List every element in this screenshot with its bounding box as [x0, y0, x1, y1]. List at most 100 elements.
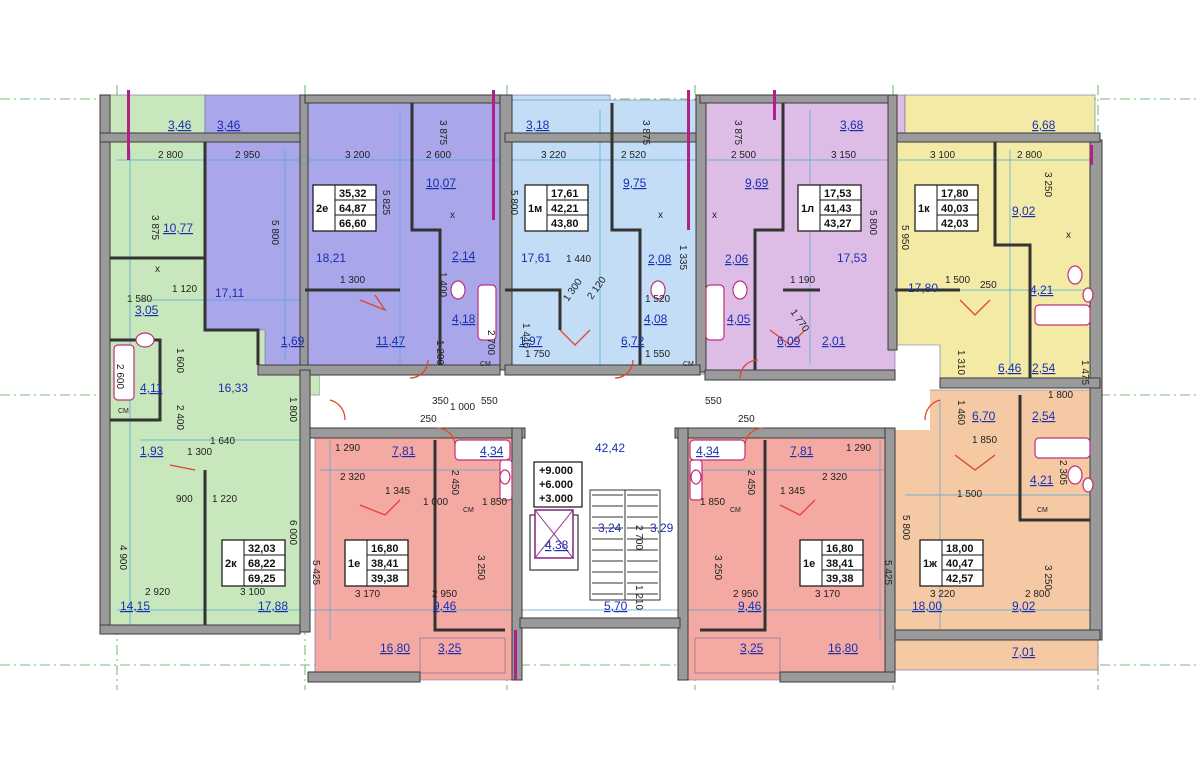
area-label: 4,05 — [727, 312, 751, 326]
dim-text: 900 — [176, 494, 193, 505]
apartment-total-area: 64,87 — [339, 203, 367, 215]
dim-text: 3 100 — [930, 150, 955, 161]
dim-text: 1 000 — [450, 402, 475, 413]
area-label: 4,34 — [696, 444, 720, 458]
dim-text: 5 425 — [310, 560, 321, 585]
apartment-total-area: 68,22 — [248, 558, 276, 570]
marker-x: x — [712, 210, 717, 221]
area-label: 9,69 — [745, 176, 769, 190]
dim-text: 1 000 — [423, 497, 448, 508]
dimension-lines — [117, 110, 1098, 640]
sink-icon — [499, 469, 511, 485]
apartment-type: 2к — [225, 558, 237, 570]
dim-text: 1 850 — [972, 435, 997, 446]
dim-text: 2 950 — [733, 589, 758, 600]
dim-text: 1 440 — [566, 254, 591, 265]
area-label: 2,08 — [648, 252, 672, 266]
dim-text: 2 950 — [432, 589, 457, 600]
dim-text: 2 700 — [633, 525, 644, 550]
apartment-total-area: 38,41 — [826, 558, 854, 570]
dim-text: 3 200 — [345, 150, 370, 161]
dim-text: 3 100 — [240, 587, 265, 598]
dim-text: 1 310 — [955, 350, 966, 375]
marker-cm: CM — [1037, 507, 1048, 514]
sink-icon — [1082, 287, 1094, 303]
apartment-info-boxes: 2е35,3264,8766,601м17,6142,2143,801л17,5… — [221, 184, 984, 587]
balcony-bottom-orange — [892, 634, 1099, 671]
dim-text: 6 000 — [287, 520, 298, 545]
apartment-full-area: 42,57 — [946, 573, 974, 585]
dim-text: 2 450 — [745, 470, 756, 495]
area-label: 9,46 — [433, 599, 457, 613]
area-label: 11,47 — [376, 334, 405, 348]
apartment-living-area: 17,53 — [824, 188, 852, 200]
area-label: 3,05 — [135, 303, 159, 317]
dim-text: 1 580 — [127, 294, 152, 305]
dim-text: 1 335 — [677, 245, 688, 270]
dim-text: 3 875 — [149, 215, 160, 240]
apartment-type: 1е — [803, 558, 815, 570]
marker-cm: CM — [118, 408, 129, 415]
toilet-icon — [1067, 465, 1083, 485]
area-label: 18,21 — [316, 251, 346, 265]
area-label: 2,14 — [452, 249, 476, 263]
dim-text: 2 320 — [822, 472, 847, 483]
apartment-total-area: 42,21 — [551, 203, 579, 215]
dim-text: 5 825 — [380, 190, 391, 215]
dim-text: 1 400 — [437, 272, 448, 297]
area-label: 3,18 — [526, 118, 550, 132]
area-label: 4,21 — [1030, 473, 1054, 487]
dim-text: 2 800 — [1017, 150, 1042, 161]
apartment-living-area: 18,00 — [946, 543, 974, 555]
dim-text: 1 500 — [945, 275, 970, 286]
area-label: 1,93 — [140, 444, 164, 458]
toilet-icon — [650, 280, 666, 300]
dim-text: 2 700 — [485, 330, 496, 355]
area-label: 4,08 — [644, 312, 668, 326]
apartment-type: 1е — [348, 558, 360, 570]
area-label: 6,46 — [998, 361, 1022, 375]
marker-x: x — [450, 210, 455, 221]
area-label: 4,21 — [1030, 283, 1054, 297]
area-label: 7,81 — [790, 444, 814, 458]
toilet-icon — [732, 280, 748, 300]
dim-text: 1 600 — [174, 348, 185, 373]
dim-text: 250 — [738, 414, 755, 425]
dim-text: 1 300 — [187, 447, 212, 458]
dim-text: 250 — [420, 414, 437, 425]
level-3000: +3.000 — [539, 493, 573, 505]
dim-text: 1 290 — [335, 443, 360, 454]
dim-text: 1 475 — [1079, 360, 1090, 385]
area-label: 7,01 — [1012, 645, 1036, 659]
dim-text: 3 170 — [815, 589, 840, 600]
marker-x: x — [658, 210, 663, 221]
corridor — [320, 375, 930, 430]
area-label: 3,25 — [438, 641, 462, 655]
dim-text: 3 170 — [355, 589, 380, 600]
area-label: 3,68 — [840, 118, 864, 132]
balcony-bottom-pink-r — [694, 637, 781, 674]
sink-icon — [1082, 477, 1094, 493]
area-label: 16,80 — [380, 641, 410, 655]
dim-text: 2 320 — [340, 472, 365, 483]
area-label: 1,69 — [281, 334, 305, 348]
area-label: 4,18 — [452, 312, 476, 326]
dim-text: 3 875 — [640, 120, 651, 145]
room-area-labels: 3,46 3,46 3,18 3,68 6,68 10,77 17,11 3,0… — [120, 118, 1056, 659]
marker-cm: CM — [463, 507, 474, 514]
dim-text: 3 875 — [437, 120, 448, 145]
area-label: 6,68 — [1032, 118, 1056, 132]
area-label: 9,02 — [1012, 204, 1036, 218]
dim-text: 1 500 — [957, 489, 982, 500]
dim-text: 1 800 — [287, 397, 298, 422]
dim-text: 1 800 — [1048, 390, 1073, 401]
apartment-type: 2е — [316, 203, 328, 215]
area-label: 42,42 — [595, 441, 625, 455]
bathtub-icon — [454, 439, 511, 461]
marker-cm: CM — [683, 361, 694, 368]
dim-text: 3 875 — [732, 120, 743, 145]
area-label: 9,75 — [623, 176, 647, 190]
apartment-living-area: 17,80 — [941, 188, 969, 200]
